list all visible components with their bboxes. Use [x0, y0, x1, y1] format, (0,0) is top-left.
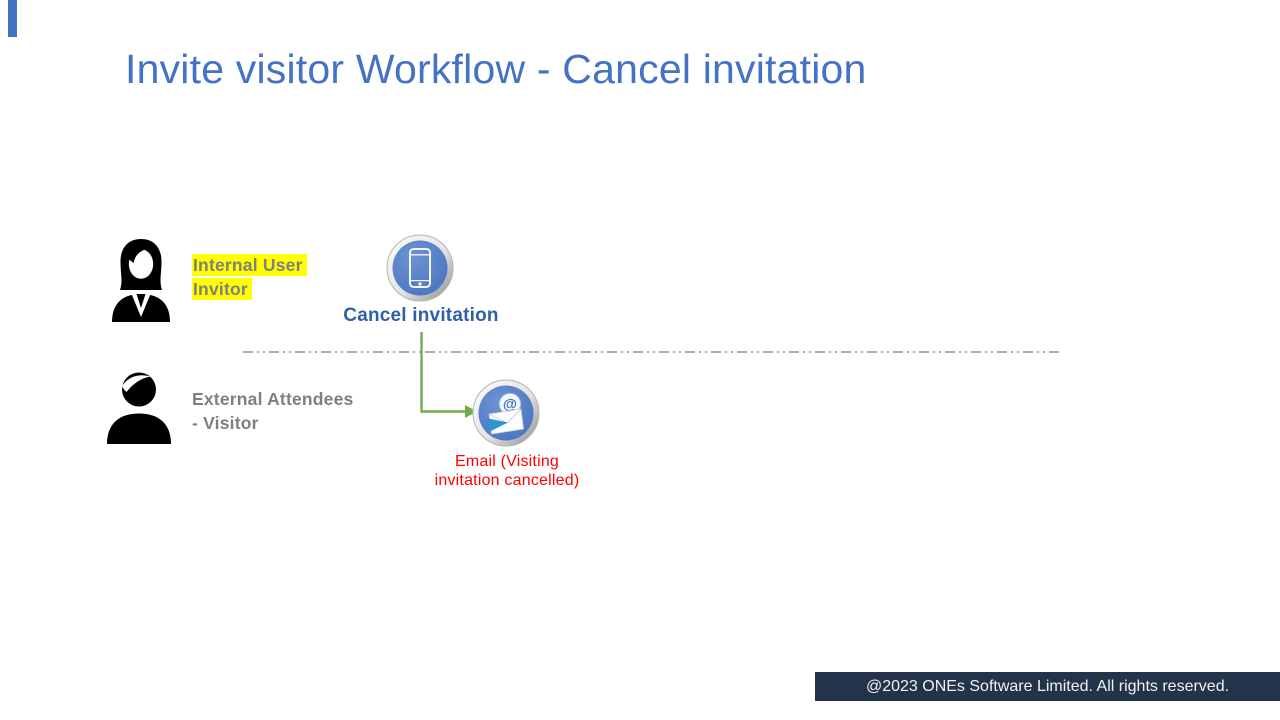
cancel-invitation-label: Cancel invitation	[343, 305, 499, 326]
lane-external-label-line2: - Visitor	[192, 412, 259, 433]
lane-external-attendees-label: External Attendees - Visitor	[192, 388, 353, 435]
connector-arrow	[420, 332, 477, 418]
smartphone-button-icon[interactable]	[386, 234, 454, 302]
copyright-footer-bar: @2023 ONEs Software Limited. All rights …	[815, 672, 1280, 701]
lane-internal-label-line1: Internal User	[192, 254, 307, 276]
slide-accent-bar	[8, 0, 17, 37]
man-silhouette-icon	[107, 372, 171, 444]
lane-internal-label-line2: Invitor	[192, 277, 252, 300]
email-cancelled-label: Email (Visiting invitation cancelled)	[407, 452, 607, 490]
email-cancelled-label-line1: Email (Visiting	[454, 453, 560, 470]
lane-internal-user-label: Internal User Invitor	[192, 254, 307, 301]
slide-title: Invite visitor Workflow - Cancel invitat…	[125, 46, 867, 92]
email-button-icon[interactable]: @	[472, 379, 540, 447]
email-cancelled-label-line2: invitation cancelled)	[434, 472, 580, 489]
woman-silhouette-icon	[112, 239, 170, 322]
copyright-text: @2023 ONEs Software Limited. All rights …	[865, 678, 1230, 695]
svg-text:@: @	[503, 397, 517, 413]
lane-separator-line	[243, 351, 1062, 353]
open-envelope-glyph: @	[488, 393, 524, 435]
lane-external-label-line1: External Attendees	[192, 389, 354, 409]
